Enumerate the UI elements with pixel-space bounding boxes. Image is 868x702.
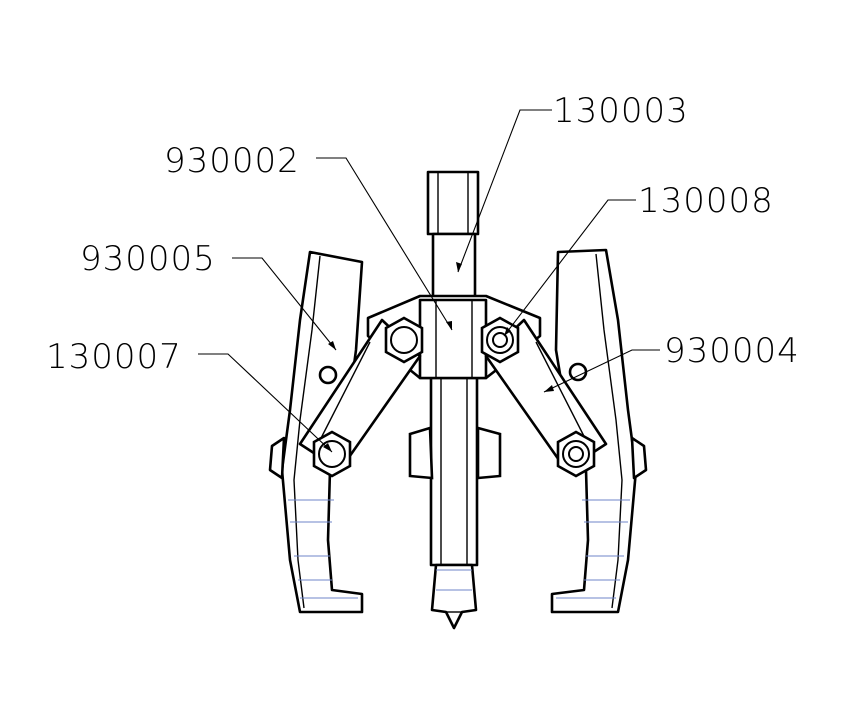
label-130008: 130008	[638, 181, 774, 221]
leader-130003	[457, 109, 552, 273]
bolt-lower-left-130007	[312, 430, 352, 478]
label-930005: 930005	[80, 239, 216, 279]
leader-lines	[198, 109, 660, 453]
leader-130007	[198, 353, 333, 453]
bolt-lower-right	[556, 430, 596, 478]
label-930002: 930002	[164, 141, 300, 181]
lower-nut-pair	[408, 426, 502, 480]
label-130007: 130007	[46, 337, 182, 377]
bolt-upper-left	[384, 316, 424, 364]
leader-930005	[232, 257, 337, 351]
leader-930002	[316, 157, 453, 331]
leader-930004	[543, 349, 660, 393]
leader-130008	[503, 199, 636, 337]
label-130003: 130003	[553, 91, 689, 131]
label-930004: 930004	[664, 331, 800, 371]
